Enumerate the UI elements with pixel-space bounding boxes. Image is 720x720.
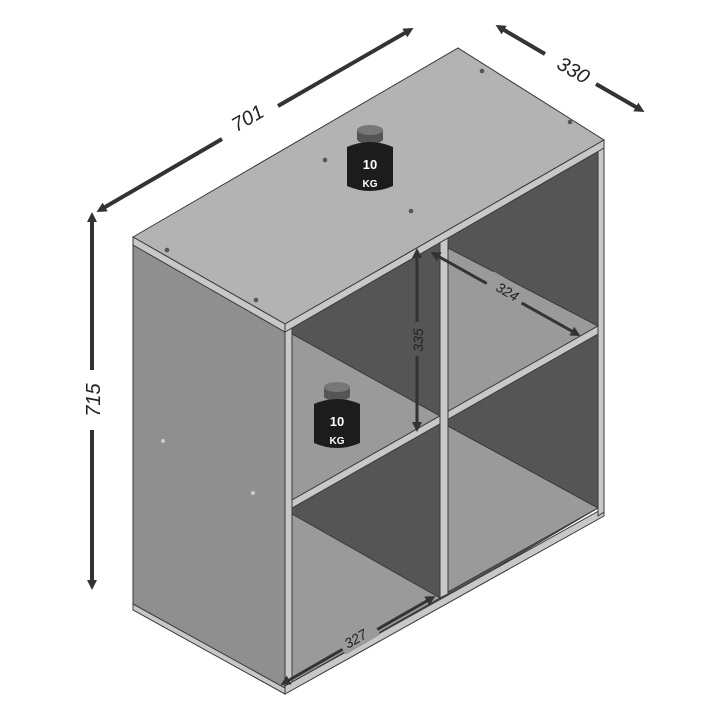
top-weight-value: 10 (363, 157, 377, 172)
width-arrow-right (277, 28, 414, 108)
shelf-height-label: 335 (410, 328, 426, 352)
height-label: 715 (83, 382, 105, 416)
side-screw-holes (161, 439, 255, 495)
left-panel-front-edge (284, 323, 293, 693)
top-screw-holes (164, 68, 573, 303)
shelf-weight-icon: 10 KG (314, 382, 360, 448)
top-weight-unit: KG (363, 179, 378, 190)
top-weight-icon: 10 KG (347, 125, 393, 191)
height-dimension: 715 (83, 212, 105, 590)
shelf-height-dimension: 335 (403, 248, 431, 432)
width-label: 701 (228, 101, 268, 137)
shelf-weight-value: 10 (330, 414, 344, 429)
depth-arrow-left (495, 24, 547, 56)
shelf-weight-unit: KG (330, 436, 345, 447)
right-panel-front-edge (597, 142, 605, 517)
width-arrow-left (96, 137, 224, 213)
depth-arrow-right (594, 82, 645, 113)
vertical-divider-edge (439, 235, 449, 599)
top-panel-side-edge (132, 236, 286, 333)
bottom-side-edge (132, 603, 286, 695)
depth-label: 330 (553, 53, 593, 89)
